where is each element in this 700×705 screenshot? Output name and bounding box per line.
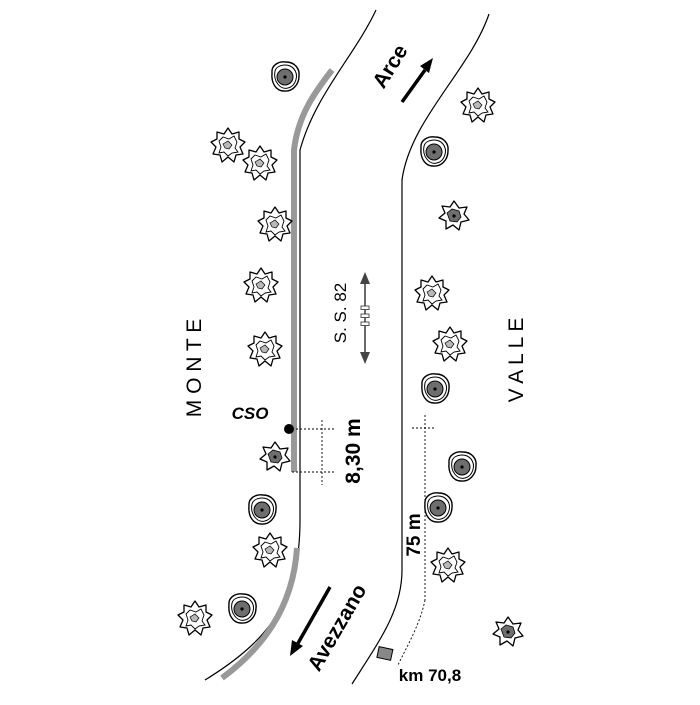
- star-tree-icon: [259, 441, 291, 472]
- along-dimension-lines: [397, 415, 434, 666]
- round-tree-icon: [271, 61, 300, 92]
- bush-icon: [177, 600, 213, 636]
- road-name-label: S. S. 82: [331, 283, 350, 343]
- direction-label-arce: Arce: [368, 41, 412, 93]
- star-tree-icon: [438, 200, 470, 231]
- double-arrow-icon: [360, 272, 370, 364]
- arrow-south-icon: [290, 586, 332, 656]
- round-tree-icon: [421, 373, 450, 404]
- arrow-north-icon: [400, 58, 433, 104]
- bush-icon: [257, 206, 293, 242]
- bush-icon: [210, 127, 246, 163]
- bush-icon: [252, 532, 288, 568]
- kilometer-stone: [376, 646, 394, 661]
- round-tree-icon: [228, 593, 257, 624]
- bush-icon: [242, 145, 278, 181]
- side-label-valle: V A L L E: [505, 318, 528, 403]
- round-tree-icon: [420, 136, 449, 167]
- bush-icon: [243, 267, 279, 303]
- bush-icon: [247, 331, 283, 367]
- bush-icon: [414, 275, 450, 311]
- star-tree-icon: [492, 616, 524, 647]
- station-label: CSO: [232, 404, 269, 423]
- offset-distance-label: 8,30 m: [342, 418, 365, 483]
- round-tree-icon: [448, 451, 477, 482]
- bush-icon: [432, 326, 468, 362]
- round-tree-icon: [248, 494, 277, 525]
- road-right-edge: [351, 13, 490, 685]
- offset-dimension-lines: [292, 420, 334, 485]
- direction-label-avezzano: Avezzano: [303, 580, 371, 675]
- round-tree-icon: [424, 492, 453, 523]
- station-point: [284, 424, 294, 434]
- along-distance-label: 75 m: [404, 513, 425, 556]
- side-label-monte: M O N T E: [183, 319, 206, 417]
- kilometer-marker-label: km 70,8: [399, 666, 461, 685]
- guardrail-upper: [291, 68, 335, 472]
- bush-icon: [430, 547, 466, 583]
- guardrail-lower: [220, 547, 300, 681]
- bush-icon: [460, 87, 496, 123]
- road-left-edge: [204, 9, 377, 681]
